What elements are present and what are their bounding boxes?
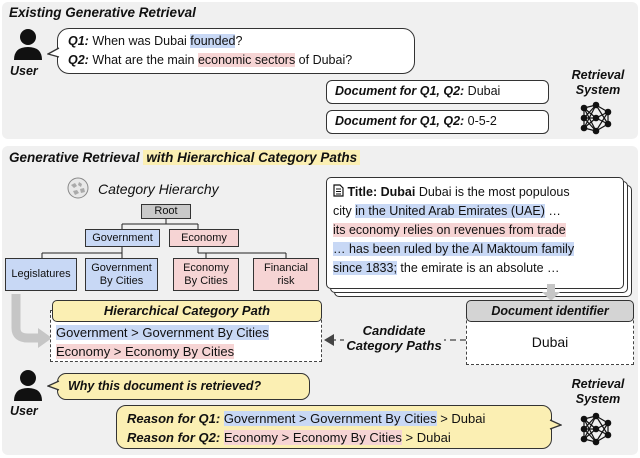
system-label-line2: System [575, 83, 621, 97]
doc-line5-highlight: since 1833; [333, 261, 397, 275]
q1-text-post: ? [235, 34, 243, 48]
candidate-line1: Candidate [360, 323, 428, 338]
doc-line3-highlight: its economy relies on revenues from trad… [333, 223, 566, 237]
q1-label: Q1: [68, 34, 89, 48]
neural-network-icon-bottom [580, 412, 612, 446]
tree-node-economy: Economy [169, 229, 239, 247]
reason-line-2: Reason for Q2: Economy > Economy By Citi… [127, 430, 451, 445]
path-1-text: Government > Government By Cities [56, 325, 269, 340]
doc1-label: Document for Q1, Q2: [335, 84, 465, 98]
candidate-paths-label: Candidate Category Paths [334, 323, 454, 353]
tree-node-government: Government [85, 229, 160, 247]
doc2-value: 0-5-2 [467, 114, 497, 128]
path-2-text: Economy > Economy By Cities [56, 344, 235, 359]
reason2-post: > Dubai [401, 430, 451, 445]
q2-highlight: economic sectors [197, 53, 296, 67]
doc1-value: Dubai [467, 84, 501, 98]
tree-node-government-by-cities: Government By Cities [85, 258, 158, 291]
doc-line1-text: Dubai is the most populous [415, 185, 570, 199]
eco-by-cities-line2: By Cities [184, 274, 228, 287]
doc-to-id-arrow [542, 284, 560, 301]
hierarchical-path-title: Hierarchical Category Path [52, 300, 322, 322]
tree-node-economy-by-cities: Economy By Cities [173, 258, 239, 291]
reasons-bubble-tail [549, 419, 562, 430]
reasons-bubble: Reason for Q1: Government > Government B… [116, 405, 552, 449]
doc-card-line-4: … has been ruled by the Al Maktoum famil… [333, 240, 575, 259]
neural-network-icon [580, 101, 612, 135]
doc-line5-post: the emirate is an absolute … [396, 261, 560, 275]
document-card: Title: Dubai Dubai is the most populous … [326, 177, 624, 289]
q1-text-pre: When was Dubai [92, 34, 191, 48]
doc-card-line-2: city in the United Arab Emirates (UAE) … [333, 202, 561, 221]
doc-line4-highlight: … has been ruled by the Al Maktoum famil… [333, 242, 575, 256]
why-bubble-tail [47, 380, 60, 391]
doc-card-line-1: Title: Dubai Dubai is the most populous [333, 183, 570, 202]
doc-title-value: Dubai [380, 185, 416, 199]
system-label-line1: Retrieval [571, 68, 625, 82]
doc2-label: Document for Q1, Q2: [335, 114, 465, 128]
system-label-bottom-line1: Retrieval [571, 377, 625, 391]
doc-answer-2: Document for Q1, Q2: 0-5-2 [326, 110, 549, 134]
system-label-bottom-line2: System [575, 392, 621, 406]
gov-by-cities-line1: Government [91, 261, 152, 274]
bottom-section-title: Generative Retrieval with Hierarchical C… [9, 150, 361, 165]
bottom-title-pre: Generative Retrieval [9, 150, 144, 165]
q2-text-pre: What are the main [92, 53, 198, 67]
doc-card-line-3: its economy relies on revenues from trad… [333, 221, 566, 240]
category-hierarchy-label: Category Hierarchy [98, 181, 219, 197]
eco-by-cities-line1: Economy [183, 261, 229, 274]
q1-highlight: founded [190, 34, 236, 48]
bottom-title-highlight: with Hierarchical Category Paths [143, 150, 361, 165]
why-text: Why this document is retrieved? [68, 379, 262, 393]
bubble-tail [47, 47, 60, 58]
wikipedia-globe-icon [67, 177, 89, 199]
tree-node-legislatures: Legislatures [5, 258, 77, 291]
user-label: User [10, 64, 38, 78]
tree-node-financial-risk: Financial risk [253, 258, 319, 291]
financial-line1: Financial [263, 261, 309, 274]
document-icon [333, 184, 344, 197]
tree-node-root: Root [141, 204, 191, 219]
reason2-highlight: Economy > Economy By Cities [223, 430, 402, 445]
candidate-line2: Category Paths [344, 338, 444, 353]
flow-arrow-left [11, 294, 52, 348]
document-identifier-value: Dubai [531, 334, 569, 350]
reason1-label: Reason for Q1: [127, 411, 221, 426]
q2-line: Q2: What are the main economic sectors o… [68, 53, 352, 67]
user-icon-bottom [14, 370, 42, 401]
reason1-highlight: Government > Government By Cities [223, 411, 437, 426]
user-icon [14, 29, 42, 60]
q2-text-post: of Dubai? [295, 53, 353, 67]
path-line-2: Economy > Economy By Cities [56, 344, 235, 359]
doc-answer-1: Document for Q1, Q2: Dubai [326, 80, 549, 104]
user-label-bottom: User [10, 404, 38, 418]
doc-card-line-5: since 1833; the emirate is an absolute … [333, 259, 560, 278]
q1-line: Q1: When was Dubai founded? [68, 34, 242, 48]
financial-line2: risk [277, 274, 295, 287]
doc-line2-pre: city [333, 204, 356, 218]
document-identifier-title: Document identifier [466, 300, 634, 322]
why-bubble: Why this document is retrieved? [57, 373, 310, 400]
question-bubble: Q1: When was Dubai founded? Q2: What are… [57, 28, 415, 74]
reason2-label: Reason for Q2: [127, 430, 221, 445]
retrieval-system-label: Retrieval System [562, 68, 634, 98]
gov-by-cities-line2: By Cities [99, 274, 144, 287]
doc-line2-post: … [544, 204, 561, 218]
q2-label: Q2: [68, 53, 89, 67]
path-line-1: Government > Government By Cities [56, 325, 269, 340]
top-section-title: Existing Generative Retrieval [9, 5, 196, 20]
retrieval-system-label-bottom: Retrieval System [562, 377, 634, 407]
reason-line-1: Reason for Q1: Government > Government B… [127, 411, 485, 426]
doc-line2-highlight: in the United Arab Emirates (UAE) [355, 204, 545, 218]
doc-title-label: Title: [347, 185, 378, 199]
reason1-post: > Dubai [436, 411, 486, 426]
